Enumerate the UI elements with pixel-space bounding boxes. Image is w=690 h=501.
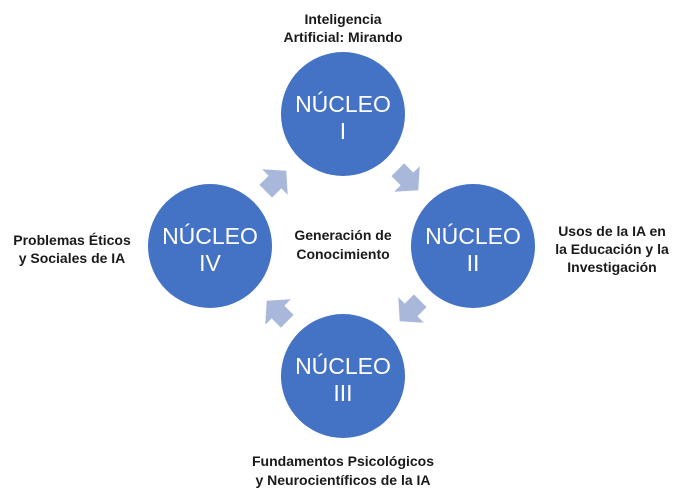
nucleo-iii-label: Fundamentos Psicológicos y Neurocientífi… [252, 453, 434, 488]
nucleo-ii-label-line-3: Investigación [567, 259, 656, 275]
nucleo-iii-numeral: III [333, 380, 352, 406]
nucleo-iii-label-line-2: y Neurocientíficos de la IA [255, 472, 430, 488]
nucleo-ii-label-line-1: Usos de la IA en [558, 223, 666, 239]
nucleo-i-title: NÚCLEO [295, 91, 391, 117]
nucleo-ii-circle [411, 184, 535, 308]
nucleo-iv-label: Problemas Éticos y Sociales de IA [13, 232, 131, 266]
arrow-i-to-ii [391, 163, 420, 192]
nucleo-iv-label-line-2: y Sociales de IA [19, 250, 126, 266]
cycle-arrows [259, 163, 427, 328]
nucleo-ii-label-line-2: la Educación y la [555, 241, 669, 257]
nucleo-i-numeral: I [340, 118, 346, 144]
nucleo-ii-title: NÚCLEO [425, 223, 521, 249]
nucleo-i-label-line-1: Inteligencia [304, 11, 381, 27]
nucleo-iv-circle [148, 184, 272, 308]
nucleo-ii: NÚCLEO II [411, 184, 535, 308]
nucleo-iii-title: NÚCLEO [295, 353, 391, 379]
arrow-ii-to-iii [398, 294, 427, 323]
center-label-line-2: Conocimiento [296, 246, 389, 262]
nucleo-i-label-line-2: Artificial: Mirando [283, 29, 402, 45]
nucleo-iv-numeral: IV [199, 250, 221, 276]
arrow-iv-to-i [259, 169, 288, 198]
nucleo-i: NÚCLEO I [281, 52, 405, 176]
arrow-iii-to-iv [265, 299, 294, 328]
nucleo-ii-numeral: II [467, 250, 480, 276]
nucleo-iv-title: NÚCLEO [162, 223, 258, 249]
nucleo-ii-label: Usos de la IA en la Educación y la Inves… [555, 223, 669, 275]
nucleo-iii-label-line-1: Fundamentos Psicológicos [252, 453, 434, 469]
nucleo-iv-label-line-1: Problemas Éticos [13, 232, 131, 248]
nucleo-iii-circle [281, 314, 405, 438]
center-label: Generación de Conocimiento [294, 227, 391, 262]
nucleo-i-label: Inteligencia Artificial: Mirando [283, 11, 402, 45]
nucleo-iii: NÚCLEO III [281, 314, 405, 438]
nucleo-iv: NÚCLEO IV [148, 184, 272, 308]
nucleo-i-circle [281, 52, 405, 176]
center-label-line-1: Generación de [294, 227, 391, 243]
